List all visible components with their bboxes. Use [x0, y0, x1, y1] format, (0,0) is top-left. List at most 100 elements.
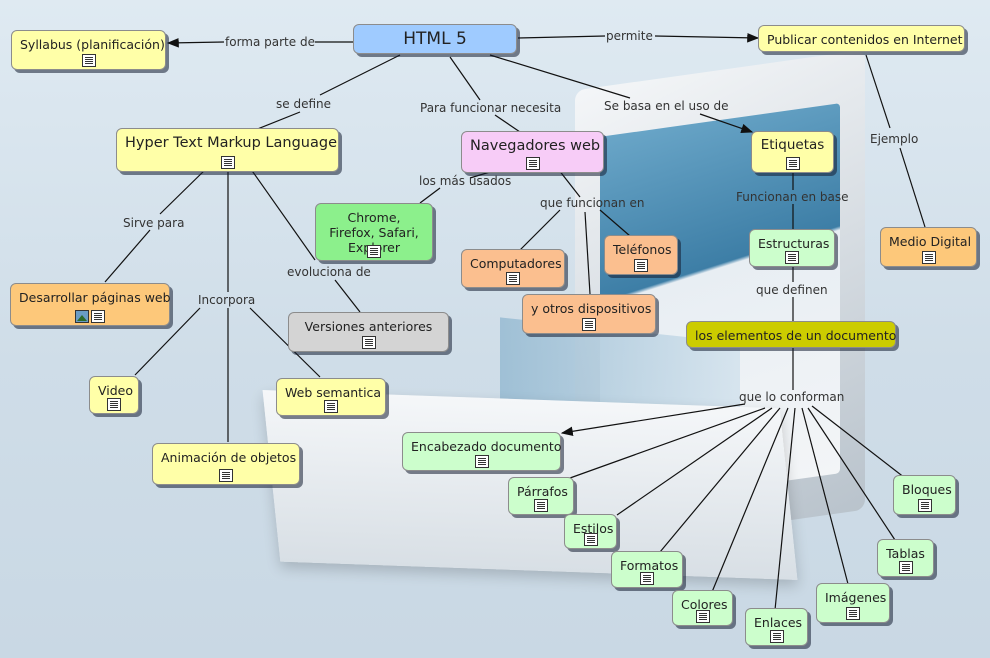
- node-video[interactable]: Video: [89, 376, 139, 414]
- node-elementos[interactable]: los elementos de un documento: [686, 321, 896, 348]
- node-label: Imágenes: [825, 590, 887, 605]
- label-se-define: se define: [276, 97, 331, 111]
- node-syllabus[interactable]: Syllabus (planificación): [11, 30, 166, 70]
- link-line: [865, 54, 891, 129]
- node-label: Animación de objetos: [161, 450, 297, 465]
- document-icon[interactable]: [769, 630, 784, 643]
- link-line: [599, 209, 631, 237]
- document-icon[interactable]: [634, 259, 648, 272]
- node-chrome[interactable]: Chrome, Firefox, Safari, Explorer: [315, 203, 433, 261]
- node-label: Hyper Text Markup Language: [125, 135, 337, 151]
- link-line: [247, 164, 316, 261]
- node-label: Encabezado documento: [411, 439, 562, 454]
- link-arrow: [560, 403, 746, 437]
- node-label: Versiones anteriores: [304, 319, 433, 334]
- node-web-semantica[interactable]: Web semantica: [276, 378, 386, 416]
- node-label: Tablas: [886, 546, 925, 561]
- node-formatos[interactable]: Formatos: [611, 551, 683, 588]
- document-icon[interactable]: [695, 610, 710, 623]
- label-mas-usados: los más usados: [419, 174, 512, 188]
- node-label: Medio Digital: [889, 234, 972, 249]
- link-line: [899, 147, 926, 228]
- link-line: [254, 111, 301, 131]
- node-telefonos[interactable]: Teléfonos: [604, 235, 678, 275]
- node-parrafos[interactable]: Párrafos: [508, 477, 574, 515]
- document-icon[interactable]: [91, 310, 105, 323]
- document-icon[interactable]: [583, 533, 598, 546]
- document-icon[interactable]: [474, 455, 489, 468]
- link-line: [419, 187, 441, 204]
- link-arrow: [654, 32, 760, 43]
- node-imagenes[interactable]: Imágenes: [816, 583, 890, 623]
- node-estilos[interactable]: Estilos: [564, 514, 617, 549]
- node-label: Etiquetas: [760, 137, 825, 153]
- link-line: [489, 54, 631, 99]
- node-bloques[interactable]: Bloques: [893, 475, 956, 515]
- document-icon[interactable]: [917, 499, 932, 512]
- link-arrow: [166, 38, 225, 48]
- node-estructuras[interactable]: Estructuras: [749, 229, 835, 267]
- document-icon[interactable]: [107, 398, 121, 411]
- node-medio-digital[interactable]: Medio Digital: [880, 227, 977, 267]
- node-colores[interactable]: Colores: [672, 590, 733, 626]
- node-encabezado[interactable]: Encabezado documento: [402, 432, 561, 471]
- node-label: Colores: [681, 597, 728, 612]
- document-icon[interactable]: [898, 561, 913, 574]
- label-evoluciona: evoluciona de: [287, 265, 371, 279]
- image-icon[interactable]: [75, 310, 89, 323]
- label-funcionan-en: que funcionan en: [540, 196, 645, 210]
- node-html5[interactable]: HTML 5: [353, 24, 517, 54]
- node-desarrollar[interactable]: Desarrollar páginas web: [10, 283, 171, 326]
- document-icon[interactable]: [361, 336, 376, 349]
- node-tablas[interactable]: Tablas: [877, 539, 934, 577]
- node-computadores[interactable]: Computadores: [461, 249, 565, 288]
- label-permite: permite: [606, 29, 653, 43]
- node-otros-dispositivos[interactable]: y otros dispositivos: [522, 294, 656, 334]
- label-ejemplo: Ejemplo: [870, 132, 919, 146]
- link-line: [319, 54, 401, 96]
- label-que-definen: que definen: [756, 283, 828, 297]
- node-etiquetas[interactable]: Etiquetas: [751, 131, 834, 173]
- link-line: [134, 307, 201, 376]
- node-versiones[interactable]: Versiones anteriores: [288, 312, 449, 352]
- node-label: Syllabus (planificación): [20, 37, 165, 52]
- document-icon[interactable]: [324, 400, 338, 413]
- document-icon[interactable]: [219, 469, 233, 482]
- link-line: [774, 407, 796, 611]
- document-icon[interactable]: [506, 272, 520, 285]
- node-label: y otros dispositivos: [531, 301, 652, 316]
- document-icon[interactable]: [846, 607, 860, 620]
- node-animacion[interactable]: Animación de objetos: [152, 443, 300, 485]
- link-line: [104, 229, 151, 283]
- document-icon[interactable]: [921, 251, 936, 264]
- document-icon[interactable]: [785, 157, 800, 170]
- document-icon[interactable]: [81, 54, 96, 67]
- document-icon[interactable]: [220, 156, 235, 169]
- document-icon[interactable]: [367, 245, 381, 258]
- document-icon[interactable]: [582, 318, 596, 331]
- document-icon[interactable]: [525, 157, 540, 170]
- link-line: [517, 35, 606, 39]
- node-navegadores[interactable]: Navegadores web: [461, 131, 604, 173]
- document-icon[interactable]: [640, 572, 654, 585]
- node-label: Publicar contenidos en Internet: [767, 32, 963, 47]
- node-label: Video: [98, 383, 134, 398]
- label-se-basa: Se basa en el uso de: [604, 99, 729, 113]
- label-para-funcionar: Para funcionar necesita: [420, 101, 562, 115]
- label-funcionan-base: Funcionan en base: [736, 190, 849, 204]
- node-label: los elementos de un documento: [695, 328, 897, 343]
- node-label: Estructuras: [758, 236, 830, 251]
- link-line: [811, 405, 906, 479]
- node-enlaces[interactable]: Enlaces: [745, 608, 808, 646]
- node-label: Enlaces: [754, 615, 803, 630]
- link-line: [519, 209, 561, 251]
- document-icon[interactable]: [785, 251, 799, 264]
- node-publicar[interactable]: Publicar contenidos en Internet: [758, 25, 965, 52]
- link-line: [569, 407, 766, 479]
- node-label: Estilos: [573, 521, 614, 536]
- link-arrow: [699, 113, 754, 134]
- node-label: Bloques: [902, 482, 952, 497]
- node-hypertext[interactable]: Hyper Text Markup Language: [116, 128, 339, 172]
- link-line: [334, 279, 361, 313]
- document-icon[interactable]: [534, 499, 548, 512]
